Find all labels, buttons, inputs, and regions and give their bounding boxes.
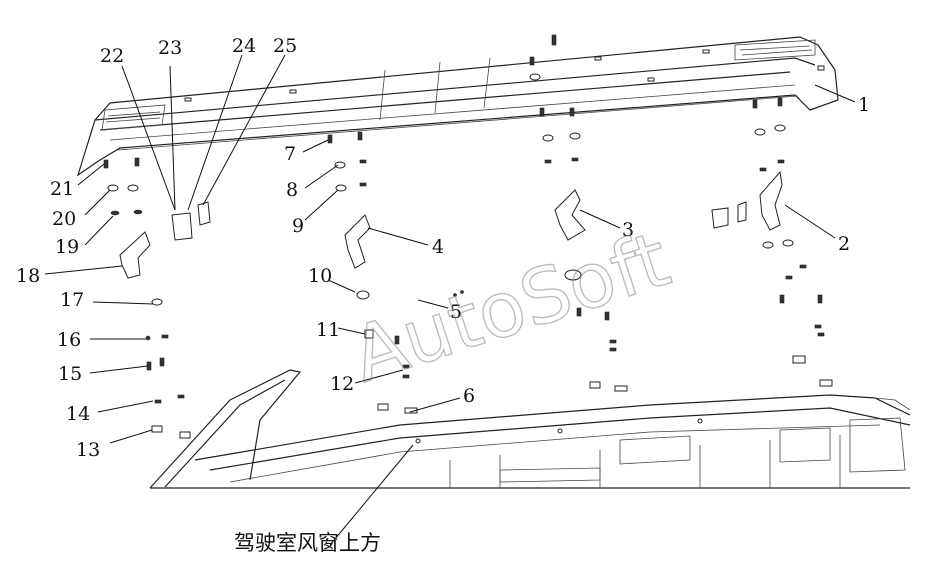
callout-13: 13 bbox=[76, 439, 100, 461]
callout-14: 14 bbox=[66, 403, 90, 425]
callout-labels: 1 2 3 4 5 6 7 8 9 10 11 12 13 14 15 16 1… bbox=[16, 35, 870, 461]
callout-12: 12 bbox=[330, 373, 354, 395]
watermark-text: AutoSoft bbox=[341, 214, 679, 400]
callout-17: 17 bbox=[60, 289, 84, 311]
callout-3: 3 bbox=[622, 219, 634, 241]
callout-2: 2 bbox=[838, 233, 850, 255]
callout-1: 1 bbox=[858, 94, 870, 116]
callout-11: 11 bbox=[316, 319, 340, 341]
sun-visor-assembly bbox=[76, 36, 839, 177]
callout-23: 23 bbox=[158, 37, 182, 59]
diagram-caption: 驾驶室风窗上方 bbox=[234, 531, 381, 555]
leader-lines bbox=[44, 54, 856, 546]
callout-7: 7 bbox=[284, 143, 296, 165]
callout-25: 25 bbox=[273, 35, 297, 57]
callout-21: 21 bbox=[50, 178, 74, 200]
callout-19: 19 bbox=[55, 236, 79, 258]
callout-24: 24 bbox=[232, 35, 256, 57]
callout-15: 15 bbox=[58, 363, 82, 385]
fastener-parts bbox=[103, 34, 833, 439]
callout-18: 18 bbox=[16, 265, 40, 287]
bracket-parts bbox=[119, 170, 783, 279]
callout-6: 6 bbox=[463, 385, 475, 407]
cab-roof-structure bbox=[149, 369, 911, 489]
callout-4: 4 bbox=[432, 236, 444, 258]
callout-20: 20 bbox=[52, 208, 76, 230]
callout-5: 5 bbox=[450, 301, 462, 323]
callout-8: 8 bbox=[286, 179, 298, 201]
callout-16: 16 bbox=[57, 329, 81, 351]
callout-10: 10 bbox=[308, 265, 332, 287]
callout-22: 22 bbox=[100, 45, 124, 67]
callout-9: 9 bbox=[292, 215, 304, 237]
